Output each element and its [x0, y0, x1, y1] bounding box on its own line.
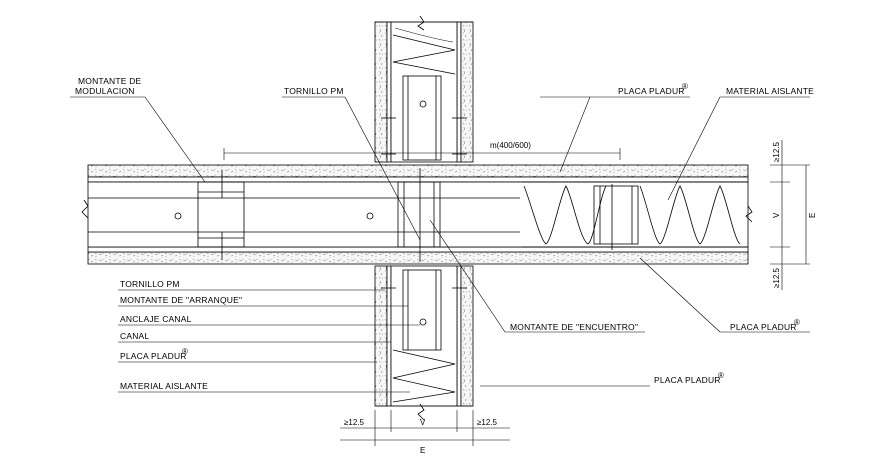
label-material-top: MATERIAL AISLANTE	[726, 86, 814, 96]
registered-mark-right: ®	[794, 318, 800, 327]
dim-board-bottom: ≥12.5	[772, 267, 781, 288]
registered-mark-left: ®	[182, 347, 188, 356]
label-placa-bottom-right: PLACA PLADUR	[654, 375, 721, 385]
dim-board-top: ≥12.5	[772, 141, 781, 162]
vertical-wall-bottom	[374, 265, 474, 421]
label-canal: CANAL	[120, 331, 149, 341]
label-montante-modulacion-2: MODULACION	[75, 86, 135, 96]
leader-lines	[70, 96, 810, 393]
dim-bottom-left-board: ≥12.5	[344, 418, 365, 427]
dim-bottom-v: V	[420, 418, 426, 427]
label-tornillo-left: TORNILLO PM	[120, 279, 180, 289]
vertical-wall-top	[374, 15, 474, 163]
dim-bottom-e: E	[420, 446, 425, 455]
dim-e-right: E	[808, 213, 817, 218]
registered-mark-bottom-right: ®	[718, 371, 724, 380]
label-material-left: MATERIAL AISLANTE	[120, 381, 208, 391]
label-placa-right: PLACA PLADUR	[730, 322, 797, 332]
label-montante-modulacion-1: MONTANTE DE	[78, 76, 142, 86]
label-montante-encuentro: MONTANTE DE "ENCUENTRO"	[510, 322, 638, 332]
label-tornillo-top: TORNILLO PM	[284, 86, 344, 96]
dim-v-right: V	[772, 212, 781, 218]
dim-bottom-right-board: ≥12.5	[477, 418, 498, 427]
label-anclaje-canal: ANCLAJE CANAL	[120, 314, 192, 324]
registered-mark-top: ®	[682, 82, 688, 91]
dimension-lines	[223, 140, 810, 446]
dim-modulation: m(400/600)	[490, 141, 531, 150]
label-montante-arranque: MONTANTE DE "ARRANQUE"	[120, 295, 242, 305]
label-placa-left: PLACA PLADUR	[120, 351, 187, 361]
horizontal-wall	[81, 164, 753, 265]
label-placa-top: PLACA PLADUR	[618, 86, 685, 96]
